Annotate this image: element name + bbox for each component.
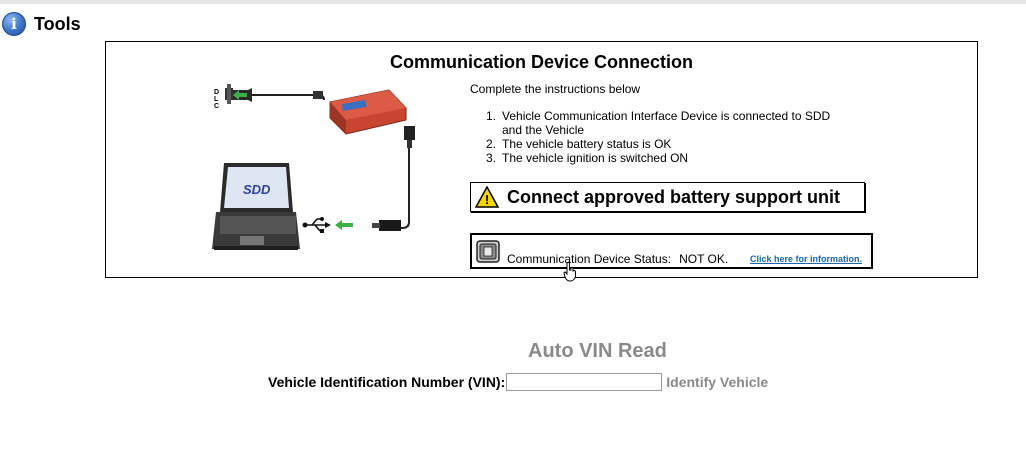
usb-icon — [302, 217, 331, 233]
top-strip — [0, 0, 1026, 4]
instructions-intro: Complete the instructions below — [470, 82, 641, 96]
identify-vehicle-button[interactable]: Identify Vehicle — [666, 374, 769, 390]
green-arrow-left-icon — [233, 90, 247, 100]
vci-device-icon — [329, 89, 407, 135]
step-text-line2: and the Vehicle — [502, 123, 585, 137]
step-text: The vehicle battery status is OK — [502, 137, 672, 151]
info-icon-glyph: i — [11, 15, 17, 33]
communication-device-icon — [476, 240, 500, 263]
vin-row: Vehicle Identification Number (VIN): Ide… — [268, 373, 768, 391]
battery-warning-box: ! Connect approved battery support unit — [470, 182, 865, 212]
laptop-screen-label: SDD — [243, 182, 271, 197]
step-number: 2. — [486, 137, 497, 151]
panel-title: Communication Device Connection — [389, 52, 694, 72]
warning-text: Connect approved battery support unit — [507, 186, 841, 207]
device-status-box: Communication Device Status: NOT OK. Clic… — [470, 233, 873, 269]
info-icon: i — [2, 12, 26, 36]
status-label: Communication Device Status: NOT OK. — [507, 252, 728, 266]
sdd-laptop-icon — [212, 163, 300, 250]
warning-glyph: ! — [485, 192, 489, 207]
step-number: 1. — [486, 109, 497, 123]
green-arrow-left-icon-2 — [335, 220, 353, 230]
status-value: NOT OK. — [679, 252, 729, 266]
list-item: 2. The vehicle battery status is OK — [486, 137, 866, 151]
instruction-steps: 1. Vehicle Communication Interface Devic… — [486, 109, 866, 165]
step-text: The vehicle ignition is switched ON — [502, 151, 689, 165]
vin-input[interactable] — [506, 373, 663, 391]
step-text-line1: Vehicle Communication Interface Device i… — [502, 109, 831, 123]
list-item: 3. The vehicle ignition is switched ON — [486, 151, 866, 165]
list-item: 1. Vehicle Communication Interface Devic… — [486, 109, 866, 137]
step-text: Vehicle Communication Interface Device i… — [502, 109, 830, 137]
step-number: 3. — [486, 151, 497, 165]
auto-vin-read-title: Auto VIN Read — [528, 340, 667, 362]
tools-header: i Tools — [2, 12, 81, 36]
vin-label: Vehicle Identification Number (VIN): — [268, 374, 506, 390]
information-link[interactable]: Click here for information. — [750, 254, 863, 264]
status-label-text: Communication Device Status: — [507, 252, 672, 266]
warning-triangle-icon: ! — [475, 186, 499, 208]
hand-cursor-icon — [563, 262, 576, 282]
page-title: Tools — [34, 13, 81, 34]
